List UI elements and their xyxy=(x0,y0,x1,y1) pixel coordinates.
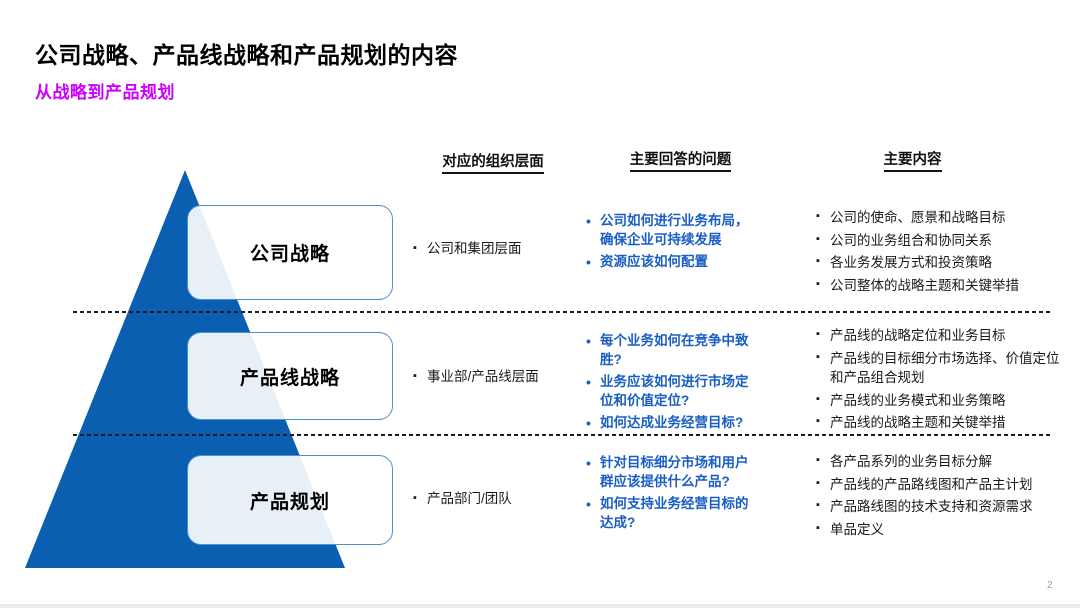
content-text: 公司整体的战略主题和关键举措 xyxy=(830,277,1019,293)
list-item: ▪ 产品线的目标细分市场选择、价值定位和产品组合规划 xyxy=(816,349,1066,388)
org-text: 事业部/产品线层面 xyxy=(427,369,539,384)
square-bullet-icon: ▪ xyxy=(816,499,820,512)
questions-list-row2: • 每个业务如何在竞争中致胜? • 业务应该如何进行市场定位和价值定位? • 如… xyxy=(586,332,758,436)
list-item: ▪ 各产品系列的业务目标分解 xyxy=(816,452,1066,472)
org-text: 产品部门/团队 xyxy=(427,491,512,506)
org-cell-row1: ▪ 公司和集团层面 xyxy=(413,240,593,262)
page-number: 2 xyxy=(1047,580,1053,591)
org-text: 公司和集团层面 xyxy=(427,241,522,256)
row-divider xyxy=(73,311,1050,313)
list-item: ▪ 公司和集团层面 xyxy=(413,240,593,259)
dot-bullet-icon: • xyxy=(586,414,591,431)
content-text: 产品路线图的技术支持和资源需求 xyxy=(830,499,1033,515)
question-text: 如何达成业务经营目标? xyxy=(600,414,744,430)
square-bullet-icon: ▪ xyxy=(816,521,820,534)
list-item: ▪ 公司的使命、愿景和战略目标 xyxy=(816,208,1066,228)
column-header-contents: 主要内容 xyxy=(815,148,1010,172)
square-bullet-icon: ▪ xyxy=(816,454,820,466)
page-subtitle: 从战略到产品规划 xyxy=(35,83,175,102)
square-bullet-icon: ▪ xyxy=(816,255,820,268)
list-item: ▪ 各业务发展方式和投资策略 xyxy=(816,253,1066,273)
question-text: 资源应该如何配置 xyxy=(600,253,708,269)
list-item: ▪ 公司的业务组合和协同关系 xyxy=(816,231,1066,251)
list-item: ▪ 单品定义 xyxy=(816,520,1066,540)
list-item: ▪ 产品部门/团队 xyxy=(413,490,593,509)
dot-bullet-icon: • xyxy=(586,213,591,229)
list-item: ▪ 产品路线图的技术支持和资源需求 xyxy=(816,497,1066,517)
column-header-organization: 对应的组织层面 xyxy=(413,150,573,174)
level-box-product-planning: 产品规划 xyxy=(187,455,393,545)
content-text: 产品线的产品路线图和产品主计划 xyxy=(830,476,1033,492)
square-bullet-icon: ▪ xyxy=(816,328,820,340)
content-text: 各产品系列的业务目标分解 xyxy=(830,454,992,469)
questions-list-row1: • 公司如何进行业务布局，确保企业可持续发展 • 资源应该如何配置 xyxy=(586,212,758,275)
level-box-company-strategy: 公司战略 xyxy=(187,205,393,300)
list-item: ▪ 产品线的业务模式和业务策略 xyxy=(816,391,1066,411)
question-text: 每个业务如何在竞争中致胜? xyxy=(600,333,749,367)
square-bullet-icon: ▪ xyxy=(816,415,820,428)
list-item: ▪ 产品线的产品路线图和产品主计划 xyxy=(816,475,1066,495)
column-header-organization-label: 对应的组织层面 xyxy=(442,154,544,174)
org-cell-row3: ▪ 产品部门/团队 xyxy=(413,490,593,512)
square-bullet-icon: ▪ xyxy=(816,277,820,290)
content-text: 单品定义 xyxy=(830,521,884,537)
org-cell-row2: ▪ 事业部/产品线层面 xyxy=(413,368,593,390)
questions-list-row3: • 针对目标细分市场和用户群应该提供什么产品? • 如何支持业务经营目标的达成? xyxy=(586,454,758,536)
page-title: 公司战略、产品线战略和产品规划的内容 xyxy=(35,42,458,68)
dot-bullet-icon: • xyxy=(586,253,591,270)
list-item: ▪ 产品线的战略定位和业务目标 xyxy=(816,326,1066,346)
content-text: 公司的业务组合和协同关系 xyxy=(830,232,992,248)
list-item: • 每个业务如何在竞争中致胜? xyxy=(586,332,758,370)
question-text: 如何支持业务经营目标的达成? xyxy=(600,495,749,530)
content-text: 产品线的业务模式和业务策略 xyxy=(830,392,1006,408)
content-text: 各业务发展方式和投资策略 xyxy=(830,255,992,271)
dot-bullet-icon: • xyxy=(586,333,591,349)
list-item: • 业务应该如何进行市场定位和价值定位? xyxy=(586,373,758,411)
slide-bottom-edge xyxy=(0,604,1080,608)
question-text: 公司如何进行业务布局，确保企业可持续发展 xyxy=(600,213,749,247)
contents-list-row3: ▪ 各产品系列的业务目标分解 ▪ 产品线的产品路线图和产品主计划 ▪ 产品路线图… xyxy=(816,452,1066,542)
square-bullet-icon: ▪ xyxy=(413,492,417,504)
square-bullet-icon: ▪ xyxy=(816,210,820,222)
square-bullet-icon: ▪ xyxy=(816,392,820,405)
list-item: • 如何支持业务经营目标的达成? xyxy=(586,495,758,533)
dot-bullet-icon: • xyxy=(586,495,591,512)
column-header-questions: 主要回答的问题 xyxy=(578,148,783,172)
list-item: • 针对目标细分市场和用户群应该提供什么产品? xyxy=(586,454,758,492)
column-header-contents-label: 主要内容 xyxy=(883,152,942,172)
square-bullet-icon: ▪ xyxy=(413,242,417,254)
content-text: 产品线的战略主题和关键举措 xyxy=(830,415,1006,431)
list-item: • 如何达成业务经营目标? xyxy=(586,414,758,434)
square-bullet-icon: ▪ xyxy=(816,476,820,489)
dot-bullet-icon: • xyxy=(586,455,591,471)
content-text: 产品线的战略定位和业务目标 xyxy=(830,328,1006,343)
square-bullet-icon: ▪ xyxy=(413,370,417,382)
list-item: ▪ 产品线的战略主题和关键举措 xyxy=(816,413,1066,433)
column-header-questions-label: 主要回答的问题 xyxy=(629,152,732,172)
content-text: 公司的使命、愿景和战略目标 xyxy=(830,210,1006,225)
square-bullet-icon: ▪ xyxy=(816,350,820,363)
list-item: ▪ 公司整体的战略主题和关键举措 xyxy=(816,276,1066,296)
list-item: • 公司如何进行业务布局，确保企业可持续发展 xyxy=(586,212,758,250)
list-item: ▪ 事业部/产品线层面 xyxy=(413,368,593,387)
row-divider xyxy=(73,434,1050,436)
contents-list-row2: ▪ 产品线的战略定位和业务目标 ▪ 产品线的目标细分市场选择、价值定位和产品组合… xyxy=(816,326,1066,436)
contents-list-row1: ▪ 公司的使命、愿景和战略目标 ▪ 公司的业务组合和协同关系 ▪ 各业务发展方式… xyxy=(816,208,1066,298)
question-text: 业务应该如何进行市场定位和价值定位? xyxy=(600,373,749,408)
square-bullet-icon: ▪ xyxy=(816,232,820,245)
question-text: 针对目标细分市场和用户群应该提供什么产品? xyxy=(600,455,749,489)
level-box-product-line-strategy: 产品线战略 xyxy=(187,332,393,420)
content-text: 产品线的目标细分市场选择、价值定位和产品组合规划 xyxy=(830,350,1060,386)
dot-bullet-icon: • xyxy=(586,373,591,390)
list-item: • 资源应该如何配置 xyxy=(586,253,758,273)
